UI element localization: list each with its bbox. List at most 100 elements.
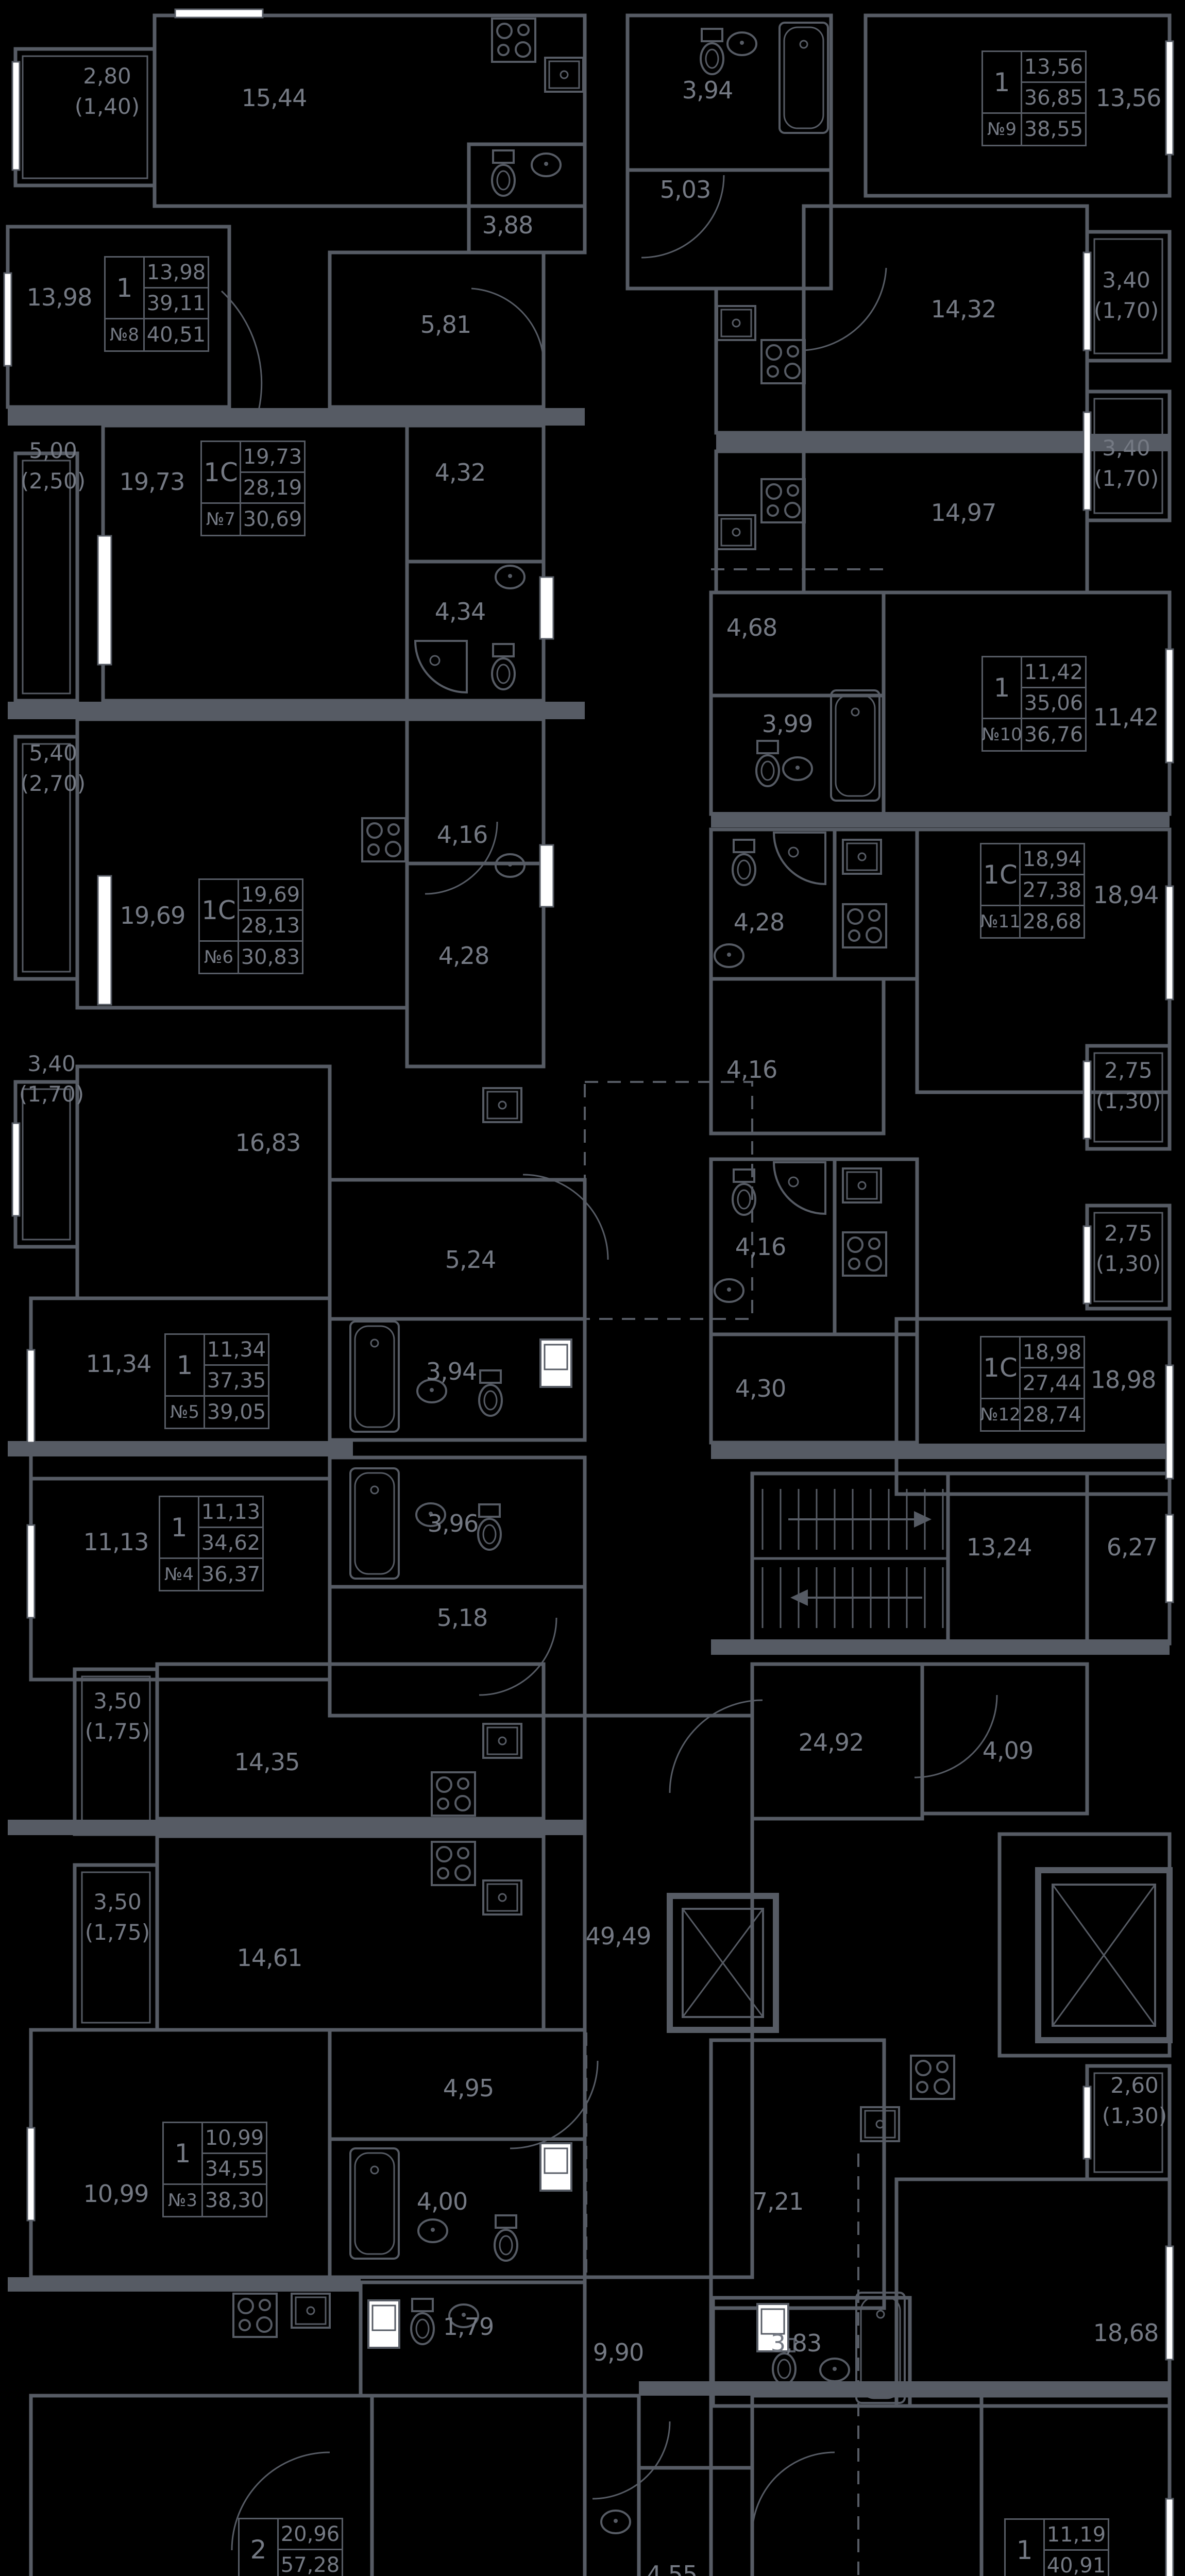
balcony-reduced-area: (1,70): [19, 1081, 84, 1107]
room-area-label: 4,28: [438, 942, 489, 970]
elevator-icon: [1035, 1867, 1173, 2043]
window-icon: [1165, 1514, 1174, 1603]
room-area-label: 6,27: [1106, 1533, 1158, 1561]
balcony-area-label: 2,60 (1,30): [1102, 2071, 1167, 2131]
sink-icon: [482, 1723, 522, 1759]
balcony-reduced-area: (1,40): [74, 94, 140, 119]
window-icon: [1082, 2086, 1092, 2160]
room-area-label: 11,34: [86, 1350, 152, 1378]
apartment-card: 1С №7 19,73 28,19 30,69: [200, 440, 306, 536]
washbasin-icon: [531, 152, 562, 177]
room-area-label: 15,44: [241, 84, 308, 112]
bathtub-icon: [349, 2147, 400, 2260]
shower-icon: [414, 640, 468, 693]
room-area-label: 4,00: [416, 2188, 468, 2215]
toilet-icon: [491, 643, 516, 690]
apartment-total-area: 38,55: [1024, 117, 1084, 141]
apartment-type: 1: [106, 258, 145, 319]
stove-icon: [232, 2293, 278, 2338]
window-icon: [97, 535, 112, 666]
shower-icon: [773, 832, 826, 885]
apartment-area: 39,11: [145, 289, 208, 319]
apartment-total-area: 28,68: [1022, 910, 1082, 934]
apartment-number: №6: [200, 942, 239, 973]
apartment-living-area: 13,56: [1022, 52, 1085, 83]
room-area-label: 18,94: [1093, 881, 1159, 909]
window-icon: [97, 875, 112, 1006]
balcony-area: 2,60: [1110, 2073, 1159, 2098]
balcony-area: 5,40: [29, 740, 77, 766]
apartment-number: №12: [980, 1399, 1021, 1430]
stove-icon: [760, 339, 806, 384]
balcony-area: 3,40: [1102, 435, 1150, 461]
sink-icon: [860, 2106, 900, 2142]
room-area-label: 19,69: [120, 902, 186, 929]
stove-icon: [842, 903, 887, 948]
room-area-label: 3,94: [426, 1358, 477, 1385]
stove-icon: [431, 1771, 476, 1817]
shower-icon: [773, 1161, 826, 1215]
window-icon: [1165, 885, 1174, 1001]
window-icon: [1165, 2498, 1174, 2576]
room-area-label: 19,73: [119, 468, 185, 496]
balcony-reduced-area: (2,70): [20, 771, 86, 796]
balcony-area-label: 3,50 (1,75): [85, 1887, 150, 1948]
windows: [3, 8, 1174, 2576]
sink-icon: [482, 1879, 522, 1916]
apartment-area: 57,28: [279, 2550, 342, 2576]
balcony-reduced-area: (1,30): [1095, 1251, 1161, 1276]
apartment-area: 34,62: [199, 1528, 262, 1559]
apartment-living-area: 11,13: [199, 1497, 262, 1528]
window-icon: [11, 61, 21, 171]
washbasin-icon: [819, 2358, 850, 2382]
room-area-label: 5,24: [445, 1246, 496, 1274]
apartment-living-area: 18,94: [1021, 844, 1084, 875]
room-area-label: 4,09: [982, 1737, 1034, 1765]
apartment-card: 2 №2 20,96 57,28 58,27: [238, 2518, 343, 2576]
window-icon: [26, 1349, 36, 1444]
room-area-label: 4,55: [646, 2561, 698, 2576]
room-area-label: 4,68: [726, 614, 777, 641]
washbasin-icon: [726, 31, 757, 56]
room-area-label: 11,42: [1093, 703, 1159, 731]
apartment-living-area: 18,98: [1021, 1337, 1084, 1368]
room-area-label: 3,99: [761, 710, 813, 738]
apartment-card: 1 №10 11,42 35,06 36,76: [981, 656, 1087, 752]
balcony-area: 2,75: [1104, 1221, 1153, 1246]
apartment-type: 1: [983, 657, 1022, 719]
washbasin-icon: [714, 1278, 744, 1303]
room-area-label: 9,90: [592, 2338, 644, 2366]
apartment-area: 27,44: [1021, 1368, 1084, 1399]
toilet-icon: [700, 28, 724, 75]
balcony-reduced-area: (1,70): [1093, 298, 1159, 323]
washbasin-icon: [600, 2510, 631, 2534]
apartment-card: 1С №12 18,98 27,44 28,74: [980, 1336, 1085, 1432]
toilet-icon: [491, 149, 516, 197]
apartment-card: 1 №1 11,19 40,91 42,21: [1004, 2518, 1109, 2576]
toilet-icon: [755, 740, 780, 787]
room-area-label: 18,68: [1093, 2319, 1159, 2347]
balcony-area-label: 3,50 (1,75): [85, 1686, 150, 1747]
apartment-type: 1: [166, 1335, 205, 1397]
doors: [221, 175, 998, 2551]
window-icon: [26, 1524, 36, 1619]
washbasin-icon: [417, 2218, 448, 2243]
window-icon: [1165, 40, 1174, 156]
apartment-card: 1 №9 13,56 36,85 38,55: [981, 50, 1087, 146]
room-area-label: 11,13: [83, 1528, 149, 1556]
washing-machine-icon: [367, 2299, 400, 2349]
balcony-area-label: 5,40 (2,70): [21, 738, 86, 799]
fixtures: [232, 18, 955, 2534]
apartment-type: 1С: [981, 1337, 1021, 1399]
room-area-label: 3,83: [770, 2329, 822, 2357]
apartment-type: 1: [1006, 2520, 1045, 2576]
room-area-label: 3,88: [482, 211, 533, 239]
window-icon: [3, 272, 12, 367]
room-area-label: 13,98: [26, 283, 93, 311]
apartment-living-area: 11,42: [1022, 657, 1085, 688]
apartment-type: 1С: [200, 880, 239, 942]
window-icon: [1165, 2245, 1174, 2361]
apartment-card: 1 №4 11,13 34,62 36,37: [159, 1496, 264, 1591]
apartment-type: 1: [983, 52, 1022, 114]
